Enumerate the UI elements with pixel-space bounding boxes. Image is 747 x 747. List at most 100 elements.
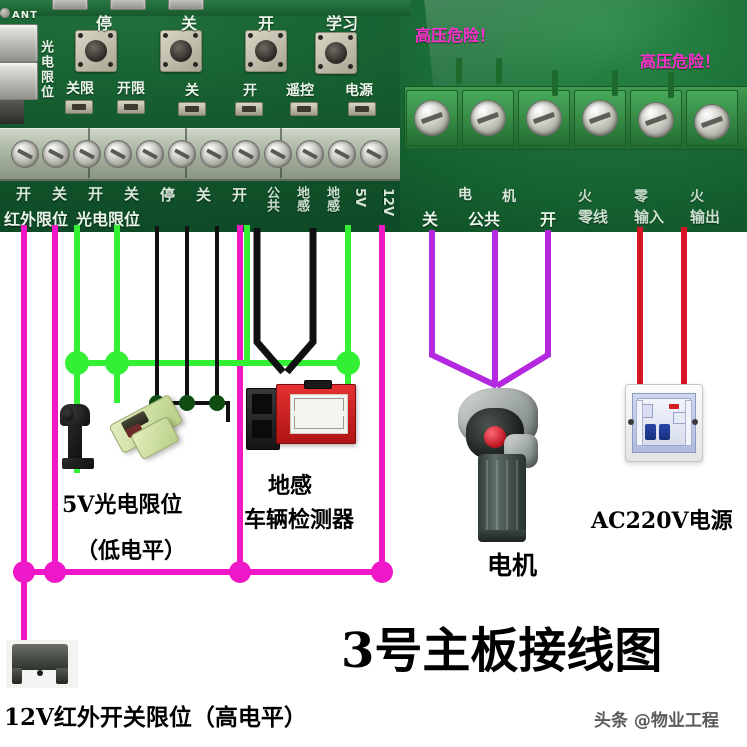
junction-magenta-4	[371, 561, 393, 583]
junction-green-1	[65, 351, 89, 375]
tact-pin	[78, 33, 83, 38]
black-loop-detector-wires	[155, 226, 230, 422]
terminal-screw-1[interactable]	[11, 140, 39, 168]
button-label-stop: 停	[96, 14, 113, 33]
junction-green-3	[336, 351, 360, 375]
hv-screw-4[interactable]	[582, 100, 618, 136]
led-remote	[290, 102, 318, 116]
terminal-label-9: 地感	[294, 186, 309, 212]
tact-pin	[108, 62, 113, 67]
terminal-screw-5[interactable]	[136, 140, 164, 168]
caption-photoelectric-limit-line1: 5V光电限位	[62, 492, 183, 518]
tact-pin	[318, 35, 323, 40]
header-socket-1	[52, 0, 88, 10]
junction-green-2	[105, 351, 129, 375]
hv-label-close: 关	[422, 210, 439, 229]
terminal-screw-9[interactable]	[264, 140, 292, 168]
led-label-power: 电源	[345, 83, 373, 99]
hv-screw-2[interactable]	[470, 100, 506, 136]
terminal-label-2: 关	[52, 185, 68, 203]
terminal-screw-4[interactable]	[104, 140, 132, 168]
terminal-screw-10[interactable]	[296, 140, 324, 168]
hv-screw-1[interactable]	[414, 100, 450, 136]
terminal-screw-8[interactable]	[232, 140, 260, 168]
hv-label-motor-2: 机	[502, 189, 516, 205]
caption-ir-limit-switch: 12V红外开关限位（高电平）	[4, 704, 307, 731]
terminal-screw-11[interactable]	[328, 140, 356, 168]
hv-label-motor-1: 电	[458, 187, 472, 203]
hv-tab-2	[496, 58, 502, 84]
loop-detector-photo	[246, 380, 356, 452]
hv-label-open: 开	[540, 210, 557, 229]
led-close	[178, 102, 206, 116]
led-open	[235, 102, 263, 116]
terminal-label-8: 公共	[264, 186, 279, 212]
ant-silkscreen-label: ANT	[12, 10, 38, 21]
terminal-screw-7[interactable]	[200, 140, 228, 168]
caption-loop-detector-line2: 车辆检测器	[244, 507, 355, 533]
terminal-label-11: 5V	[352, 188, 367, 208]
hv-label-common: 公共	[468, 210, 501, 229]
junction-black-3	[209, 395, 225, 411]
watermark: 头条 @物业工程	[594, 711, 719, 731]
green-photo-sensor-photo	[108, 393, 190, 462]
diagram-title: 3号主板接线图	[341, 623, 663, 679]
led-label-close: 关	[185, 83, 199, 99]
hv-label-live-2: 火	[690, 189, 704, 205]
tact-pin	[318, 64, 323, 69]
junction-magenta-1	[13, 561, 35, 583]
hv-tab-3	[552, 70, 558, 96]
terminal-screw-3[interactable]	[73, 140, 101, 168]
hv-tab-1	[456, 58, 462, 84]
caption-motor: 电机	[487, 551, 538, 580]
high-voltage-warning-right: 高压危险！	[640, 52, 721, 71]
hv-tab-5	[668, 72, 674, 98]
left-connector-dark	[0, 100, 24, 124]
led-power	[348, 102, 376, 116]
terminal-group-ir-limit: 红外限位	[4, 210, 69, 229]
terminal-label-7: 开	[232, 186, 248, 204]
header-socket-3	[168, 0, 204, 10]
hv-screw-5[interactable]	[638, 102, 674, 138]
button-label-open: 开	[258, 14, 275, 33]
led-close-limit	[65, 100, 93, 114]
ac220v-breaker-box-photo	[625, 384, 703, 462]
tact-pin	[193, 62, 198, 67]
caption-ac220v: AC220V电源	[591, 508, 733, 534]
high-voltage-warning-left: 高压危险！	[415, 26, 496, 45]
hv-label-neutral: 零	[634, 189, 648, 205]
left-connector-top	[0, 24, 38, 62]
hv-screw-6[interactable]	[694, 104, 730, 140]
hv-label-live-1: 火	[578, 189, 592, 205]
terminal-screw-2[interactable]	[42, 140, 70, 168]
tact-pin	[348, 64, 353, 69]
purple-motor-wires	[429, 230, 551, 389]
terminal-label-5: 停	[160, 186, 176, 204]
controller-board-photo: ANT 光电限位 停 关 开 学习 关限 开限 关 开	[0, 0, 747, 232]
ir-limit-switch-photo	[6, 640, 78, 688]
led-label-remote: 遥控	[286, 83, 314, 99]
tact-pin	[348, 35, 353, 40]
junction-magenta-3	[229, 561, 251, 583]
terminal-label-6: 关	[196, 186, 212, 204]
terminal-label-3: 开	[88, 185, 104, 203]
terminal-label-1: 开	[16, 185, 32, 203]
led-open-limit	[117, 100, 145, 114]
tact-pin	[78, 62, 83, 67]
terminal-group-photo-limit: 光电限位	[76, 210, 141, 229]
button-label-close: 关	[181, 14, 198, 33]
terminal-screw-12[interactable]	[360, 140, 388, 168]
caption-loop-detector-line1: 地感	[268, 473, 313, 499]
hv-label-input: 输入	[634, 208, 665, 226]
terminal-screw-6[interactable]	[168, 140, 196, 168]
black-thick-loop-wires	[253, 228, 317, 375]
hv-screw-3[interactable]	[526, 100, 562, 136]
tact-pin	[193, 33, 198, 38]
pcb-top-trace-strip	[0, 0, 410, 16]
tact-pin	[163, 33, 168, 38]
tact-pin	[248, 33, 253, 38]
hv-tab-4	[612, 70, 618, 96]
ant-pad-icon	[0, 8, 10, 18]
tact-pin	[278, 33, 283, 38]
